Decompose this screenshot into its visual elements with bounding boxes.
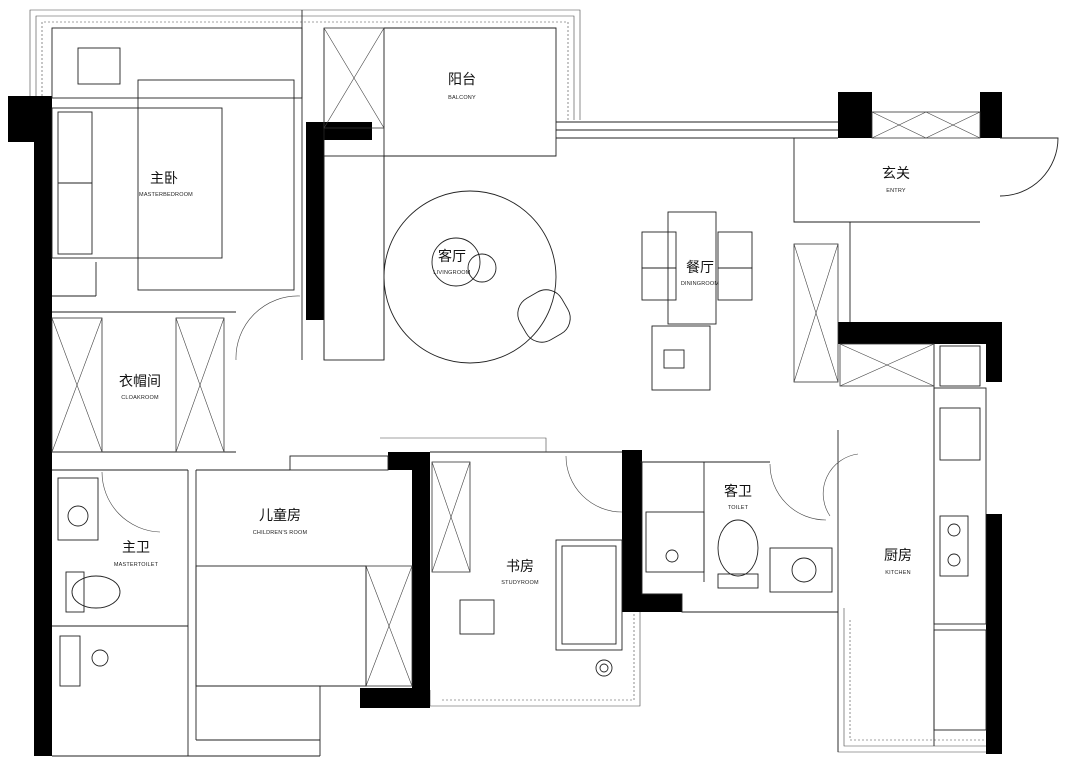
room-name-en: CHILDREN'S ROOM: [253, 530, 308, 536]
room-label-toilet: 客卫 TOILET: [724, 483, 752, 511]
room-name: 衣帽间: [119, 374, 161, 390]
room-label-study-room: 书房 STUDYROOM: [501, 559, 539, 586]
room-label-entry: 玄关 ENTRY: [882, 165, 910, 194]
room-name: 餐厅: [686, 260, 714, 276]
structural-walls: [8, 92, 1002, 756]
room-name: 客卫: [724, 483, 752, 500]
room-name-en: MASTERTOILET: [114, 562, 159, 568]
room-label-master-bedroom: 主卧 MASTERBEDROOM: [139, 171, 193, 198]
room-name: 客厅: [438, 248, 466, 265]
room-label-balcony: 阳台 BALCONY: [448, 72, 476, 101]
room-label-childrens-room: 儿童房 CHILDREN'S ROOM: [253, 507, 308, 536]
room-name-en: BALCONY: [448, 95, 476, 101]
room-name-en: STUDYROOM: [501, 580, 539, 586]
room-label-cloakroom: 衣帽间 CLOAKROOM: [119, 374, 161, 401]
room-name: 书房: [506, 559, 534, 575]
room-name-en: ENTRY: [886, 188, 906, 194]
room-label-dining-room: 餐厅 DININGROOM: [681, 260, 720, 287]
wardrobe-cabinets: [51, 27, 981, 687]
room-name-en: KITCHEN: [885, 570, 911, 576]
room-name-en: DININGROOM: [681, 281, 720, 287]
room-name: 玄关: [882, 165, 910, 182]
room-name: 主卫: [122, 540, 150, 556]
room-name-en: CLOAKROOM: [121, 395, 159, 401]
room-name-en: TOILET: [728, 505, 749, 511]
room-name: 儿童房: [259, 507, 301, 524]
room-label-kitchen: 厨房 KITCHEN: [884, 548, 912, 576]
furniture: [51, 47, 1059, 731]
room-name: 厨房: [884, 548, 912, 564]
door-swings: [101, 295, 859, 533]
room-label-master-toilet: 主卫 MASTERTOILET: [114, 540, 159, 568]
room-name: 主卧: [150, 171, 178, 187]
room-label-living-room: 客厅 LIVINGROOM: [433, 248, 470, 276]
room-name-en: MASTERBEDROOM: [139, 192, 193, 198]
room-name-en: LIVINGROOM: [433, 270, 470, 276]
room-name: 阳台: [448, 72, 476, 88]
